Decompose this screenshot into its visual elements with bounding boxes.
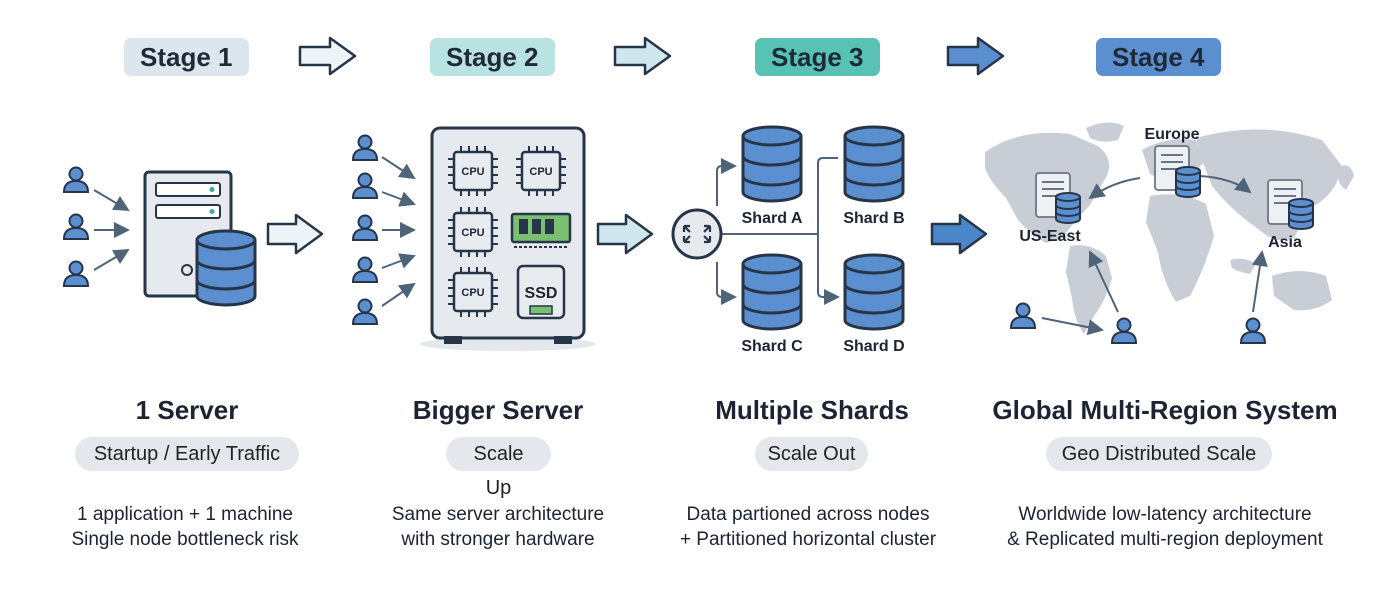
stage-3-illustration: Shard A Shard B Shard C Shard D (671, 125, 988, 355)
ssd-icon (516, 264, 566, 320)
asia-database-icon (1288, 198, 1314, 230)
us-east-database-icon (1055, 192, 1081, 224)
user-icon (352, 256, 378, 283)
description-line: + Partitioned horizontal cluster (679, 529, 937, 550)
shard-d-label: Shard D (843, 338, 904, 355)
description-line: Same server architecture (391, 504, 605, 525)
cpu-label: CPU (461, 166, 484, 178)
shard-b-label: Shard B (843, 210, 904, 227)
user-icon (352, 214, 378, 241)
shard-a-label: Shard A (742, 210, 803, 227)
stage-2-subtitle-pill: Scale Up (446, 437, 551, 499)
cpu-label: CPU (529, 166, 552, 178)
description-line: Data partioned across nodes (686, 504, 930, 525)
stage-4-badge: Stage 4 (1096, 38, 1221, 76)
stage-3-subtitle-pill: Scale Out (755, 437, 868, 471)
stage-arrow-1 (298, 36, 357, 76)
stage-3-title: Multiple Shards (715, 395, 909, 425)
stage-1-title: 1 Server (135, 395, 239, 425)
stage-arrow-3 (946, 36, 1005, 76)
europe-database-icon (1175, 166, 1201, 198)
stage-4-title: Global Multi-Region System (992, 395, 1338, 425)
description-line: Single node bottleneck risk (71, 529, 299, 550)
stage-2-badge: Stage 2 (430, 38, 555, 76)
description-line: & Replicated multi-region deployment (1007, 529, 1323, 550)
stage-4-description: Worldwide low-latency architecture & Rep… (975, 502, 1355, 552)
stage-2-description: Same server architecture with stronger h… (308, 502, 688, 552)
ram-icon (510, 212, 572, 248)
stage-1-description: 1 application + 1 machine Single node bo… (0, 502, 375, 552)
stage-3-description: Data partioned across nodes + Partitione… (618, 502, 998, 552)
user-icon (1111, 317, 1137, 344)
shard-b-database-icon (843, 125, 905, 203)
cpu-label: CPU (461, 227, 484, 239)
stage-3-badge: Stage 3 (755, 38, 880, 76)
region-europe-label: Europe (1144, 126, 1199, 143)
shard-c-label: Shard C (741, 338, 803, 355)
description-line: with stronger hardware (401, 529, 595, 550)
description-line: 1 application + 1 machine (76, 504, 293, 525)
user-icon (63, 166, 89, 193)
shard-c-database-icon (741, 253, 803, 331)
router-icon (671, 208, 723, 260)
user-icon (1240, 317, 1266, 344)
database-icon (195, 229, 257, 307)
shard-a-database-icon (741, 125, 803, 203)
user-icon (63, 260, 89, 287)
stage-1-badge: Stage 1 (124, 38, 249, 76)
user-icon (352, 172, 378, 199)
user-icon (352, 134, 378, 161)
region-us-east-label: US-East (1019, 228, 1081, 245)
stage-arrow-2 (613, 36, 672, 76)
stage-4-illustration: US-East Europe Asia (985, 122, 1354, 344)
stage-2-title: Bigger Server (412, 395, 584, 425)
user-icon (352, 298, 378, 325)
stage-4-subtitle-pill: Geo Distributed Scale (1046, 437, 1272, 471)
stage-1-subtitle-pill: Startup / Early Traffic (75, 437, 299, 471)
ssd-label: SSD (525, 285, 558, 302)
user-icon (63, 213, 89, 240)
stage-2-illustration: CPU CPU CPU CPU SSD (352, 126, 654, 351)
description-line: Worldwide low-latency architecture (1018, 504, 1312, 525)
stage-1-illustration (63, 166, 324, 307)
region-asia-label: Asia (1268, 234, 1302, 251)
user-icon (1010, 302, 1036, 329)
cpu-label: CPU (461, 287, 484, 299)
shard-d-database-icon (843, 253, 905, 331)
